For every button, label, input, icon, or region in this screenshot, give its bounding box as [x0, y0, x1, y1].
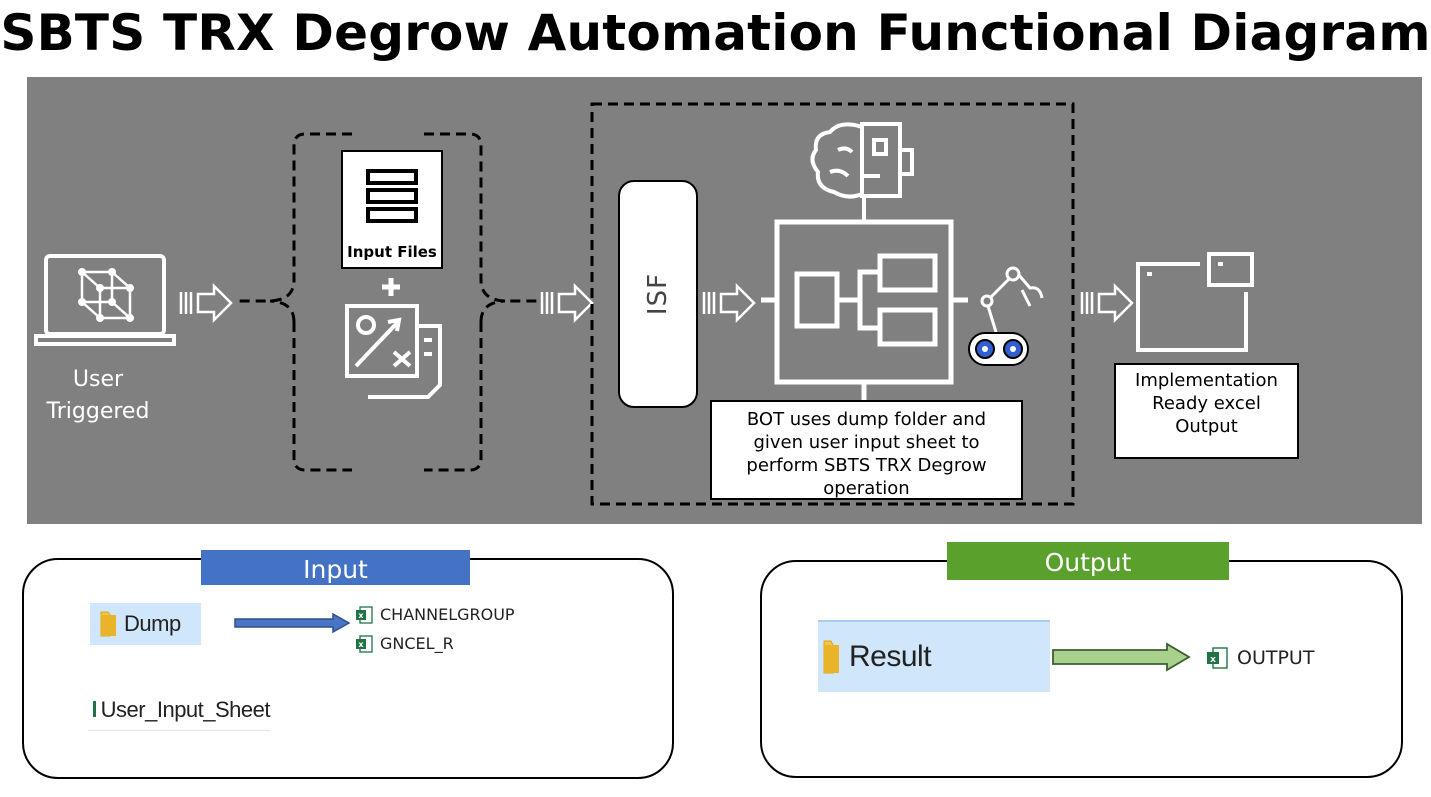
output-file-item[interactable]: x OUTPUT	[1206, 647, 1314, 669]
page-title: SBTS TRX Degrow Automation Functional Di…	[0, 4, 1431, 62]
user-input-sheet-file[interactable]: x User_Input_Sheet	[88, 690, 271, 731]
svg-text:x: x	[358, 640, 364, 649]
bot-description-line: operation	[823, 478, 910, 499]
isf-label: ISF	[642, 272, 673, 316]
brain-robot-head-icon	[810, 122, 914, 222]
flow-arrow-icon	[179, 282, 233, 324]
flow-arrow-icon	[540, 282, 594, 324]
result-folder[interactable]: Result	[818, 620, 1050, 692]
folder-icon	[823, 640, 839, 674]
bot-description-line: given user input sheet to	[753, 432, 980, 453]
output-banner: Output	[947, 542, 1229, 580]
plus-icon	[382, 278, 400, 296]
excel-file-icon: x	[356, 605, 373, 624]
output-description-box: Implementation Ready excel Output	[1114, 363, 1299, 459]
excel-file-icon: x	[356, 634, 373, 653]
svg-text:x: x	[358, 611, 364, 620]
user-input-sheet-label: User_Input_Sheet	[100, 697, 271, 722]
user-triggered-label: User Triggered	[36, 364, 160, 428]
process-flowchart-icon	[761, 219, 968, 400]
output-description-line: Output	[1175, 416, 1238, 437]
isf-box	[618, 180, 698, 408]
flow-arrow-icon	[1080, 282, 1134, 324]
bot-boundary	[590, 102, 1075, 506]
flow-arrow-icon	[702, 282, 756, 324]
input-banner: Input	[201, 550, 470, 585]
svg-text:x: x	[1210, 655, 1216, 665]
result-folder-label: Result	[849, 640, 932, 673]
robot-arm-icon	[968, 266, 1044, 366]
excel-file-icon: x	[93, 701, 96, 717]
isf-label-wrapper: ISF	[618, 180, 698, 408]
output-arrow	[1052, 642, 1191, 672]
bot-description-box: BOT uses dump folder and given user inpu…	[710, 400, 1023, 500]
output-file-label: OUTPUT	[1237, 647, 1315, 669]
file-label: GNCEL_R	[380, 634, 454, 653]
bot-description-line: BOT uses dump folder and	[746, 409, 987, 430]
user-label-line1: User	[72, 367, 124, 392]
database-icon	[366, 169, 418, 223]
output-description-line: Ready excel	[1152, 393, 1261, 414]
dump-folder[interactable]: Dump	[90, 603, 201, 645]
file-item-gncel[interactable]: x GNCEL_R	[355, 634, 454, 653]
user-label-line2: Triggered	[46, 399, 150, 424]
output-description-line: Implementation	[1135, 370, 1278, 391]
bot-description-line: perform SBTS TRX Degrow	[746, 455, 987, 476]
pencil-ruler-icon	[345, 304, 442, 399]
input-files-label: Input Files	[347, 243, 437, 261]
file-label: CHANNELGROUP	[380, 605, 515, 624]
input-arrow	[234, 612, 351, 634]
folder-icon	[100, 611, 116, 637]
excel-file-icon: x	[1207, 647, 1228, 669]
dump-folder-label: Dump	[124, 611, 181, 636]
window-output-icon	[1136, 252, 1254, 352]
input-bracket	[236, 132, 540, 472]
file-item-channelgroup[interactable]: x CHANNELGROUP	[355, 605, 515, 624]
input-panel	[22, 558, 674, 779]
laptop-cube-icon	[34, 254, 176, 346]
